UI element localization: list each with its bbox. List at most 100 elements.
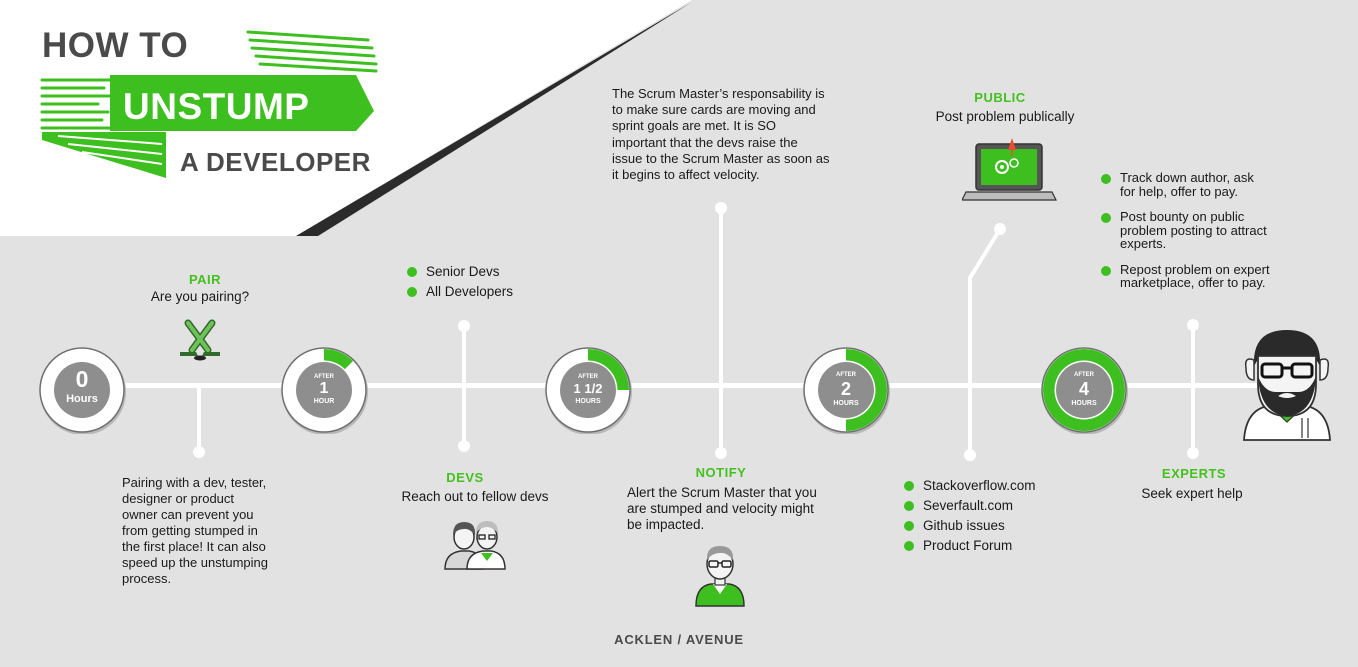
bullet-dot (1101, 265, 1111, 276)
public-list-item: Github issues (904, 518, 1036, 533)
notify-desc-line: be impacted. (627, 517, 705, 532)
experts-item-line: marketplace, offer to pay. (1120, 275, 1266, 290)
experts-list-item: Post bounty on public problem posting to… (1101, 210, 1270, 251)
bullet-dot (407, 267, 417, 277)
ring-value: 2 (840, 379, 851, 399)
logo-how-to: HOW TO (42, 26, 189, 65)
ring-prefix: AFTER (1074, 372, 1094, 378)
public-list-item: Stackoverflow.com (904, 478, 1036, 493)
experts-list-item: Track down author, ask for help, offer t… (1101, 171, 1270, 198)
ring-center (818, 362, 874, 418)
milestone-ring-0: 0 Hours (38, 346, 126, 435)
stem-dot (715, 202, 727, 214)
milestone-ring-4: AFTER 4 HOURS (1040, 346, 1128, 435)
pair-desc-line: speed up the unstumping (122, 555, 268, 570)
experts-item-line: for help, offer to pay. (1120, 183, 1239, 199)
stem-experts (1191, 325, 1195, 453)
scrum-note-line: important that the devs raise the (612, 134, 798, 150)
ring-progress (545, 347, 632, 435)
public-item-label: Stackoverflow.com (923, 478, 1036, 493)
ring-progress (803, 347, 890, 435)
devs-list-item: Senior Devs (407, 264, 513, 279)
stem-dot (715, 447, 727, 459)
milestone-ring-1: AFTER 1 HOUR (280, 346, 368, 435)
pair-desc-line: from getting stumped in (122, 523, 258, 538)
ring-unit: HOURS (833, 400, 859, 407)
milestone-ring-3: AFTER 2 HOURS (802, 346, 890, 435)
ring-unit: HOUR (313, 398, 335, 405)
public-subtitle: Post problem publically (935, 109, 1075, 124)
scrum-master-icon (695, 546, 745, 607)
ring-value: 0 (75, 366, 89, 392)
public-title: PUBLIC (974, 90, 1026, 105)
pair-desc-line: owner can prevent you (122, 507, 254, 522)
experts-list-item: Repost problem on expert marketplace, of… (1101, 261, 1270, 290)
devs-subtitle: Reach out to fellow devs (401, 489, 549, 504)
public-list: Stackoverflow.com Severfault.com Github … (904, 478, 1036, 553)
pair-description: Pairing with a dev, tester, designer or … (122, 475, 302, 587)
bullet-dot (904, 501, 914, 511)
public-item-label: Github issues (923, 518, 1005, 533)
ring-center (1056, 362, 1112, 418)
ring-prefix: AFTER (578, 374, 598, 380)
stem-dot (458, 320, 470, 332)
notify-title: NOTIFY (695, 465, 747, 480)
public-list-item: Product Forum (904, 538, 1036, 553)
experts-subtitle: Seek expert help (1141, 486, 1243, 501)
stem-devs (462, 326, 466, 446)
pair-desc-line: Pairing with a dev, tester, (122, 475, 267, 490)
stem-dot (458, 440, 470, 452)
milestone-ring-2: AFTER 1 1/2 HOURS (544, 346, 632, 435)
notify-desc-line: are stumped and velocity might (627, 501, 814, 516)
stem-pair (197, 388, 201, 452)
bullet-dot (904, 541, 914, 551)
scrum-note-line: it begins to affect velocity. (612, 167, 760, 183)
devs-list-item: All Developers (407, 284, 513, 299)
public-item-label: Severfault.com (923, 498, 1014, 513)
stem-dot (193, 446, 205, 458)
pair-title: PAIR (188, 272, 222, 287)
public-list-item: Severfault.com (904, 498, 1036, 513)
logo-a-developer: A DEVELOPER (180, 147, 371, 177)
ring-unit: HOURS (1071, 400, 1097, 407)
laptop-icon (962, 138, 1057, 201)
experts-item-line: experts. (1120, 236, 1167, 251)
ring-value: 4 (1078, 379, 1089, 399)
logo-unstump: UNSTUMP (123, 86, 310, 127)
scrum-note-line: to make sure cards are moving and (612, 102, 816, 118)
devs-item-label: All Developers (426, 284, 514, 299)
stem-dot (1187, 319, 1199, 331)
ring-center (54, 362, 110, 418)
experts-item-line: Track down author, ask (1120, 170, 1254, 185)
experts-list: Track down author, ask for help, offer t… (1101, 171, 1270, 290)
experts-item-line: problem posting to attract (1120, 222, 1267, 238)
stem-notify (719, 208, 723, 453)
scrum-master-note: The Scrum Master’s responsability is to … (612, 86, 872, 183)
pair-subtitle: Are you pairing? (150, 289, 250, 304)
pair-desc-line: process. (122, 571, 172, 586)
bullet-dot (1101, 213, 1111, 223)
ring-center (560, 362, 616, 418)
bullet-dot (904, 521, 914, 531)
scrum-note-line: The Scrum Master’s responsability is (612, 86, 825, 101)
two-developers-icon (444, 521, 506, 570)
logo-graphic (40, 30, 378, 178)
ring-progress (1041, 347, 1128, 435)
ring-progress (39, 347, 126, 435)
ring-progress (281, 347, 368, 435)
bullet-dot (1101, 174, 1111, 184)
devs-list: Senior Devs All Developers (407, 264, 513, 299)
stem-dot (1187, 447, 1199, 459)
bullet-dot (904, 481, 914, 491)
experts-item-line: Post bounty on public (1120, 209, 1245, 224)
hockey-sticks-icon (180, 319, 220, 361)
pair-desc-line: the first place! It can also (122, 539, 266, 554)
devs-item-label: Senior Devs (426, 264, 500, 279)
notify-desc-line: Alert the Scrum Master that you (627, 485, 817, 500)
pair-desc-line: designer or product (122, 491, 235, 506)
experts-title: EXPERTS (1161, 466, 1227, 481)
stem-public (964, 223, 1006, 461)
experts-item-line: Repost problem on expert (1120, 261, 1270, 277)
public-item-label: Product Forum (923, 538, 1013, 553)
